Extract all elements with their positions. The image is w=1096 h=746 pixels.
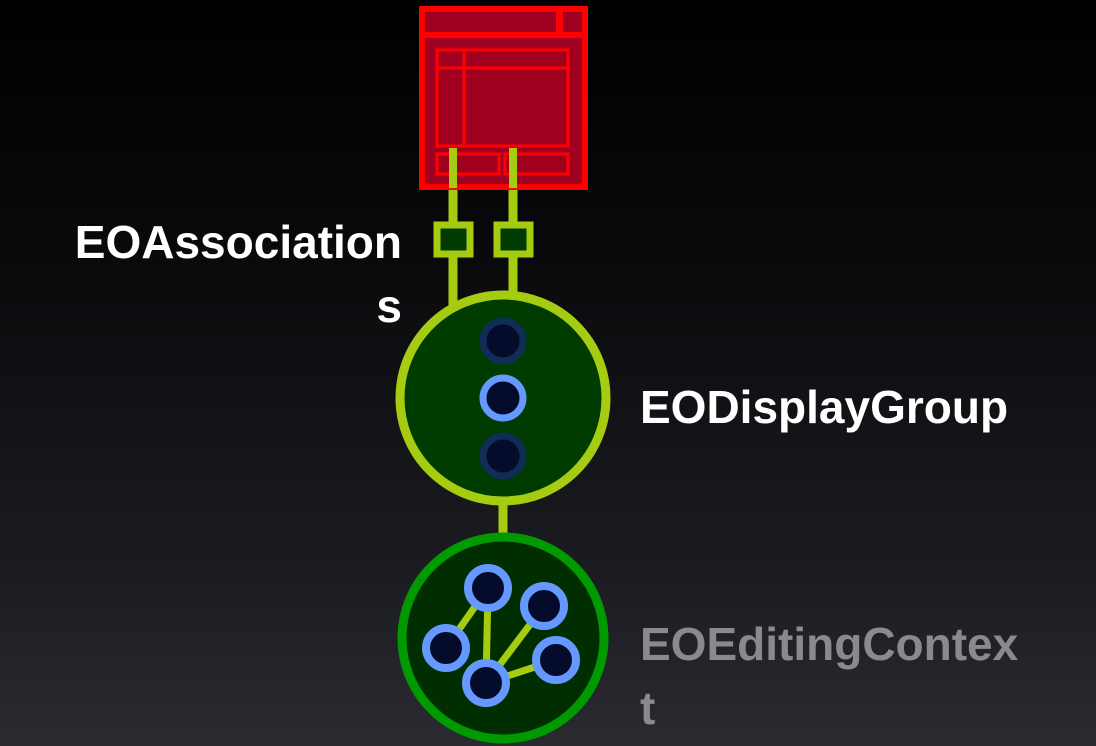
editing-context-graph-nodes [422,564,580,707]
associations-label: EOAssociation s [74,216,402,332]
window-icon [419,6,588,190]
association-connector-left [433,221,474,258]
display-group-icon [395,290,611,506]
editing-context-icon [397,532,609,744]
association-connector-icon [433,221,534,258]
association-connector-right [493,221,534,258]
graph-node [532,636,580,684]
editing-context-label: EOEditingContex t [640,618,1019,734]
display-group-node-selected [479,374,527,422]
display-group-node-bottom [479,432,527,480]
display-group-node-top [479,317,527,365]
graph-node [462,659,510,707]
display-group-label: EODisplayGroup [640,381,1009,433]
graph-node [464,564,512,612]
graph-node [422,624,470,672]
graph-node [520,582,568,630]
